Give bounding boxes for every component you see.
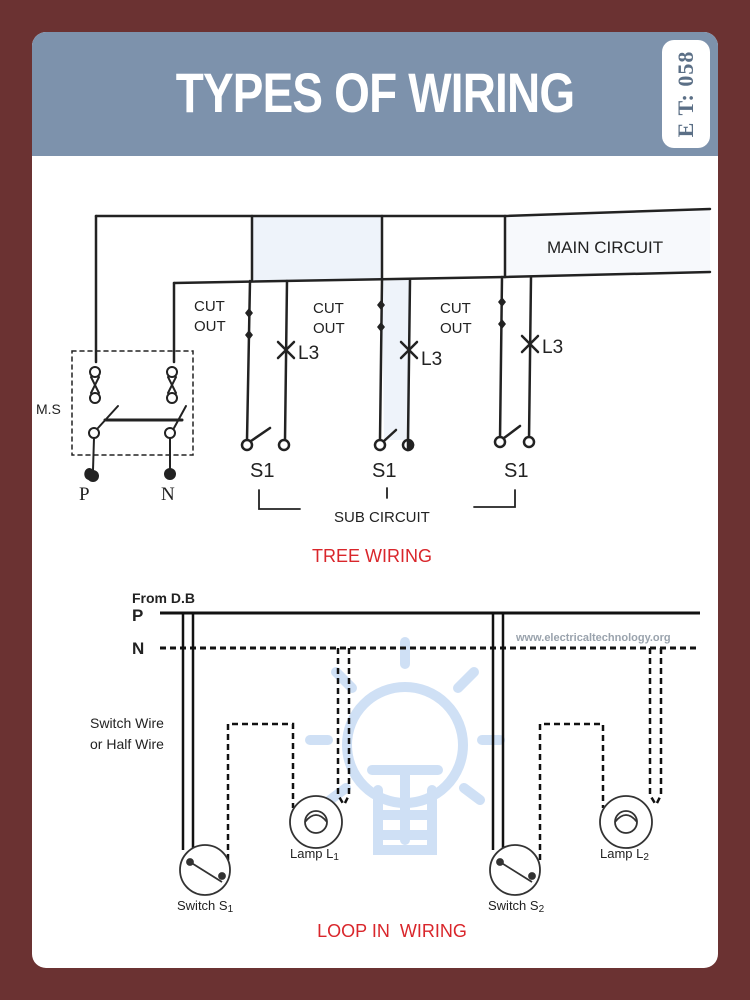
switch2-label: Switch S2 <box>488 898 545 915</box>
shade-area-1 <box>252 216 382 281</box>
lamp1-neutral-drop <box>336 648 351 806</box>
main-circuit-label: MAIN CIRCUIT <box>547 238 663 257</box>
sub-circuit-bracket-right <box>473 489 516 508</box>
shade-area-3 <box>505 209 710 277</box>
bulb-watermark-icon <box>305 637 505 855</box>
cut-out-label-3b: OUT <box>440 320 472 337</box>
s1-switch-wire <box>226 722 295 860</box>
switch-label-1: S1 <box>250 460 274 482</box>
lamp-label-1: L3 <box>298 343 319 364</box>
s2-switch-wire <box>538 722 605 860</box>
cut-out-label-2a: CUT <box>313 300 344 317</box>
switch-label-2: S1 <box>372 460 396 482</box>
cutout-fuses <box>245 297 506 340</box>
switch-label-3: S1 <box>504 460 528 482</box>
switch1-icon <box>240 426 291 452</box>
phase-label: P <box>79 484 90 505</box>
neutral-label: N <box>161 484 175 505</box>
tree-wiring-diagram <box>71 207 712 510</box>
switch-wire-label-2: or Half Wire <box>90 736 164 752</box>
loop-neutral-label: N <box>132 639 144 658</box>
cut-out-label-1a: CUT <box>194 298 225 315</box>
main-switch-contacts <box>88 405 187 471</box>
main-switch-fuses <box>89 366 178 404</box>
lamp-label-2: L3 <box>421 349 442 370</box>
loop-wiring-caption: LOOP IN WIRING <box>317 921 467 941</box>
s2-phase-drop <box>491 613 505 850</box>
neutral-terminal-icon <box>164 468 176 480</box>
loop-switch1-icon <box>179 844 231 896</box>
lamp1-label: Lamp L1 <box>290 846 339 863</box>
sub-circuit-label: SUB CIRCUIT <box>334 509 430 526</box>
phase-terminal-icon <box>87 470 99 482</box>
loop-switch2-icon <box>489 844 541 896</box>
lamp3-x-icon <box>520 334 540 354</box>
main-switch-label: M.S <box>36 401 61 417</box>
lamp1-x-icon <box>276 340 296 360</box>
lamp2-icon <box>599 795 653 849</box>
watermark-url: www.electricaltechnology.org <box>515 632 671 644</box>
cut-out-label-1b: OUT <box>194 318 226 335</box>
cut-out-label-2b: OUT <box>313 320 345 337</box>
shade-area-2 <box>382 280 410 440</box>
lamp2-x-icon <box>399 340 419 360</box>
tree-wiring-caption: TREE WIRING <box>312 546 432 566</box>
switch2-icon <box>373 428 415 452</box>
lamp2-label: Lamp L2 <box>600 846 649 863</box>
lamp-label-3: L3 <box>542 337 563 358</box>
code-badge: E T: 058 <box>662 40 710 148</box>
lamp2-neutral-drop <box>648 648 663 806</box>
branch3-right <box>527 275 533 442</box>
header-banner: TYPES OF WIRING E T: 058 <box>32 32 718 156</box>
s1-phase-drop <box>181 613 195 850</box>
switch-wire-label-1: Switch Wire <box>90 715 164 731</box>
loop-in-wiring-diagram <box>160 611 700 860</box>
loop-phase-label: P <box>132 606 143 625</box>
sub-circuit-bracket-left <box>258 489 301 510</box>
branch1-right <box>283 279 289 442</box>
main-switch-box <box>71 350 194 456</box>
switch3-icon <box>493 424 536 449</box>
branch1-left <box>245 279 252 442</box>
page-title: TYPES OF WIRING <box>175 61 575 124</box>
switch1-label: Switch S1 <box>177 898 234 915</box>
from-db-label: From D.B <box>132 590 195 606</box>
lamp1-icon <box>289 795 343 849</box>
branch2-right <box>406 278 412 442</box>
cut-out-label-3a: CUT <box>440 300 471 317</box>
